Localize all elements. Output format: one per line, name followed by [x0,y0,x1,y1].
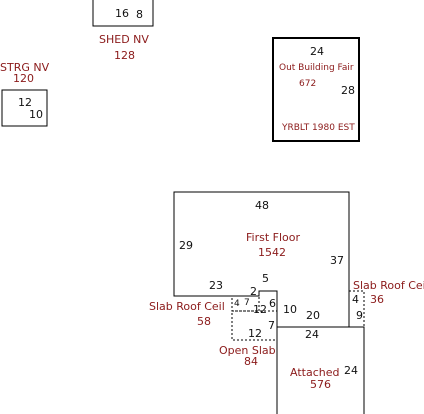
open-slab-label: Open Slab [219,344,276,357]
slab-left-dim-a: 4 [234,299,240,309]
shed-outline [92,0,154,27]
first-floor-bottom-right-dim: 20 [306,309,320,322]
open-slab-dim-a: 7 [268,319,275,332]
outbuilding-top-dim: 24 [310,45,324,58]
slab-left-dim-b: 7 [244,298,250,308]
slab-right-outline [349,290,365,327]
slab-right-label: Slab Roof Ceil [353,279,424,292]
outbuilding-side-dim: 28 [341,84,355,97]
strg-outline [1,89,48,127]
shed-label: SHED NV [99,33,149,46]
first-floor-bottom-mid-dim: 10 [283,303,297,316]
slab-right-area: 36 [370,293,384,306]
outbuilding-area: 672 [299,79,317,89]
shed-area: 128 [114,49,135,62]
first-floor-left-dim: 29 [179,239,193,252]
strg-area: 120 [13,72,34,85]
strg-dim-a: 12 [18,96,32,109]
first-floor-top-dim: 48 [255,199,269,212]
slab-left-label: Slab Roof Ceil [149,300,225,313]
shed-dim-a: 16 [115,7,129,20]
outbuilding-outline [272,37,360,142]
attached-area: 576 [310,378,331,391]
shed-dim-b: 8 [136,8,143,21]
first-floor-outline [173,191,350,328]
slab-right-dim-a: 4 [352,293,359,306]
outbuilding-note: YRBLT 1980 EST [282,123,355,133]
slab-left-area: 58 [197,315,211,328]
attached-label: Attached [290,366,340,379]
attached-outline [277,326,365,414]
first-floor-step-dim: 5 [262,272,269,285]
strg-dim-b: 10 [29,108,43,121]
first-floor-notch-side-dim: 6 [269,297,276,310]
first-floor-right-dim: 37 [330,254,344,267]
first-floor-notch-dim: 2 [250,285,257,298]
attached-side-dim: 24 [344,364,358,377]
first-floor-label: First Floor [246,231,301,244]
slab-left-outline [231,295,260,312]
outbuilding-label: Out Building Fair [279,63,354,73]
open-slab-area: 84 [244,355,258,368]
first-floor-area: 1542 [258,246,286,259]
first-floor-bottom-left-dim: 23 [209,279,223,292]
slab-left-dim-c: 12 [253,303,267,316]
attached-top-dim: 24 [305,328,319,341]
strg-label: STRG NV [0,61,50,74]
slab-right-dim-b: 9 [356,309,363,322]
open-slab-dim-b: 12 [248,327,262,340]
